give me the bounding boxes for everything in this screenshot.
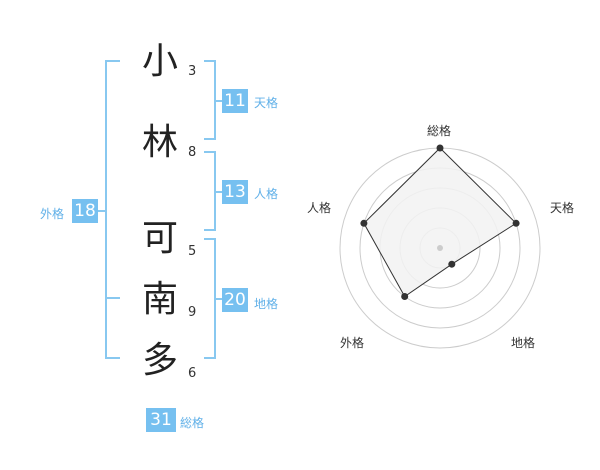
radar-points [360, 144, 520, 300]
radar-axis-label-2: 天格 [550, 201, 575, 215]
stroke-count-4: 9 [188, 305, 197, 320]
radar-center-dot [437, 245, 443, 251]
chikaku-value: 20 [222, 288, 248, 312]
jinkaku-label: 人格 [254, 187, 279, 201]
radar-point-3 [448, 260, 456, 268]
stroke-count-1: 3 [188, 64, 197, 79]
radar-axis-label-3: 地格 [511, 336, 536, 350]
radar-axis-label-5: 人格 [307, 201, 332, 215]
chikaku-connector [214, 298, 222, 300]
name-char-1: 小 [141, 41, 178, 82]
tenkaku-label: 天格 [254, 96, 279, 110]
jinkaku-value: 13 [222, 180, 248, 204]
jinkaku-connector [214, 191, 222, 193]
stroke-count-5: 6 [188, 366, 197, 381]
stroke-count-3: 5 [188, 244, 197, 259]
chikaku-label: 地格 [254, 297, 279, 311]
name-char-2: 林 [141, 122, 178, 163]
radar-point-4 [401, 293, 409, 300]
name-char-3: 可 [141, 218, 178, 259]
gaikaku-connector [98, 210, 107, 212]
name-char-5: 多 [141, 340, 178, 381]
tenkaku-connector [214, 100, 222, 102]
radar-shape [363, 147, 517, 298]
gaikaku-bracket-divider [105, 297, 120, 299]
name-char-4: 南 [141, 279, 178, 320]
soukaku-label: 総格 [180, 416, 205, 430]
radar-axis-label-4: 外格 [340, 336, 365, 350]
soukaku-value: 31 [146, 408, 176, 432]
radar-point-1 [436, 144, 444, 152]
radar-point-2 [512, 219, 520, 227]
radar-chart [339, 144, 541, 349]
radar-point-5 [360, 219, 368, 227]
gaikaku-label: 外格 [40, 207, 65, 221]
radar-polygon [363, 147, 517, 298]
gaikaku-bracket [105, 60, 120, 359]
tenkaku-value: 11 [222, 89, 248, 113]
stroke-count-2: 8 [188, 145, 197, 160]
gaikaku-value: 18 [72, 199, 98, 223]
radar-axis-label-1: 総格 [427, 124, 452, 138]
